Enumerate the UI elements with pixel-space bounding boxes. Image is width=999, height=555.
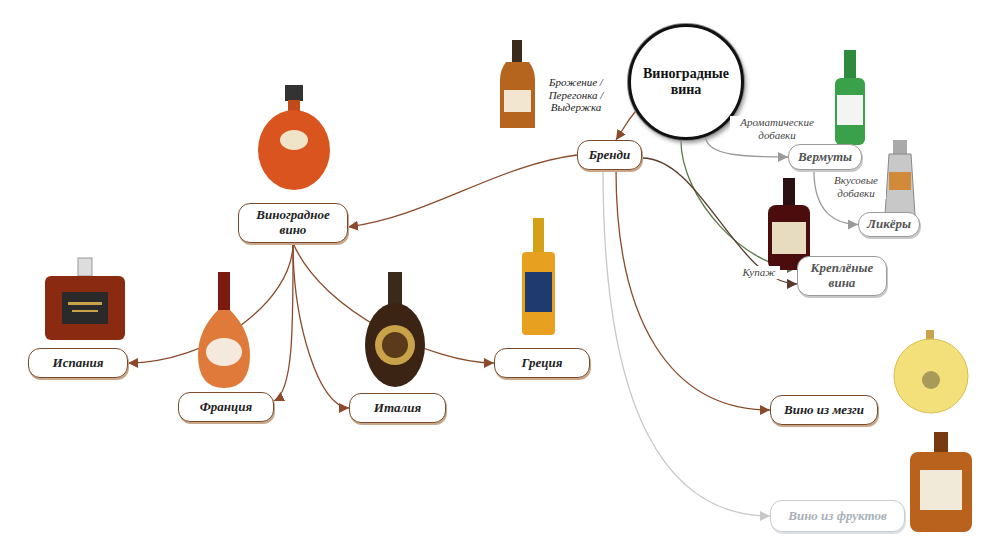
category-box: Вино из мезги: [770, 395, 878, 425]
category-box: Виноградное вино: [238, 203, 348, 243]
country-box: Испания: [28, 348, 128, 378]
connector-arrow: [616, 111, 636, 140]
connector-arrow: [293, 243, 494, 363]
edge-label: Вкусовые добавки: [826, 174, 886, 199]
node-text: Виноградное вино: [247, 208, 339, 238]
decanter-bottle: [258, 85, 330, 190]
country-box: Италия: [349, 393, 446, 423]
french-brandy-bottle: [198, 272, 250, 388]
italian-brandy-bottle: [365, 272, 425, 387]
process-note: Брожение / Перегонка / Выдержка: [538, 76, 614, 114]
country-box: Греция: [494, 348, 590, 378]
node-text: Франция: [200, 400, 252, 415]
shaker: [885, 140, 915, 215]
node-text: Греция: [522, 356, 563, 371]
greek-brandy-bottle: [522, 218, 555, 335]
edge-label: Купаж: [738, 266, 780, 279]
cognac-bottle: [500, 40, 535, 128]
node-text: Италия: [374, 401, 421, 416]
category-box: Вино из фруктов: [770, 500, 905, 532]
node-text: Креплёные вина: [806, 261, 878, 291]
topic-circle: Виноградные вина: [628, 24, 744, 140]
node-text: Вино из фруктов: [788, 509, 887, 524]
edge-label: Ароматические добавки: [730, 116, 824, 141]
pomace-brandy-bottle: [894, 330, 968, 413]
node-text: Виноградные вина: [639, 66, 733, 98]
category-box: Бренди: [577, 140, 642, 170]
connector-arrow: [274, 243, 293, 401]
category-box: Вермуты: [788, 144, 862, 170]
node-text: Бренди: [589, 148, 630, 163]
category-box: Ликёры: [858, 212, 920, 237]
fruit-brandy-bottle: [910, 432, 972, 532]
country-box: Франция: [178, 392, 274, 422]
connector-arrow: [603, 170, 770, 516]
node-text: Вермуты: [798, 150, 852, 165]
spanish-brandy-bottle: [45, 258, 125, 340]
connector-arrow: [616, 170, 770, 410]
node-text: Вино из мезги: [784, 403, 864, 418]
connector-arrow: [348, 155, 577, 227]
node-text: Ликёры: [867, 217, 911, 232]
connector-arrow: [293, 243, 349, 408]
vermouth-bottle: [835, 50, 865, 145]
category-box: Креплёные вина: [797, 256, 887, 296]
node-text: Испания: [53, 356, 104, 371]
